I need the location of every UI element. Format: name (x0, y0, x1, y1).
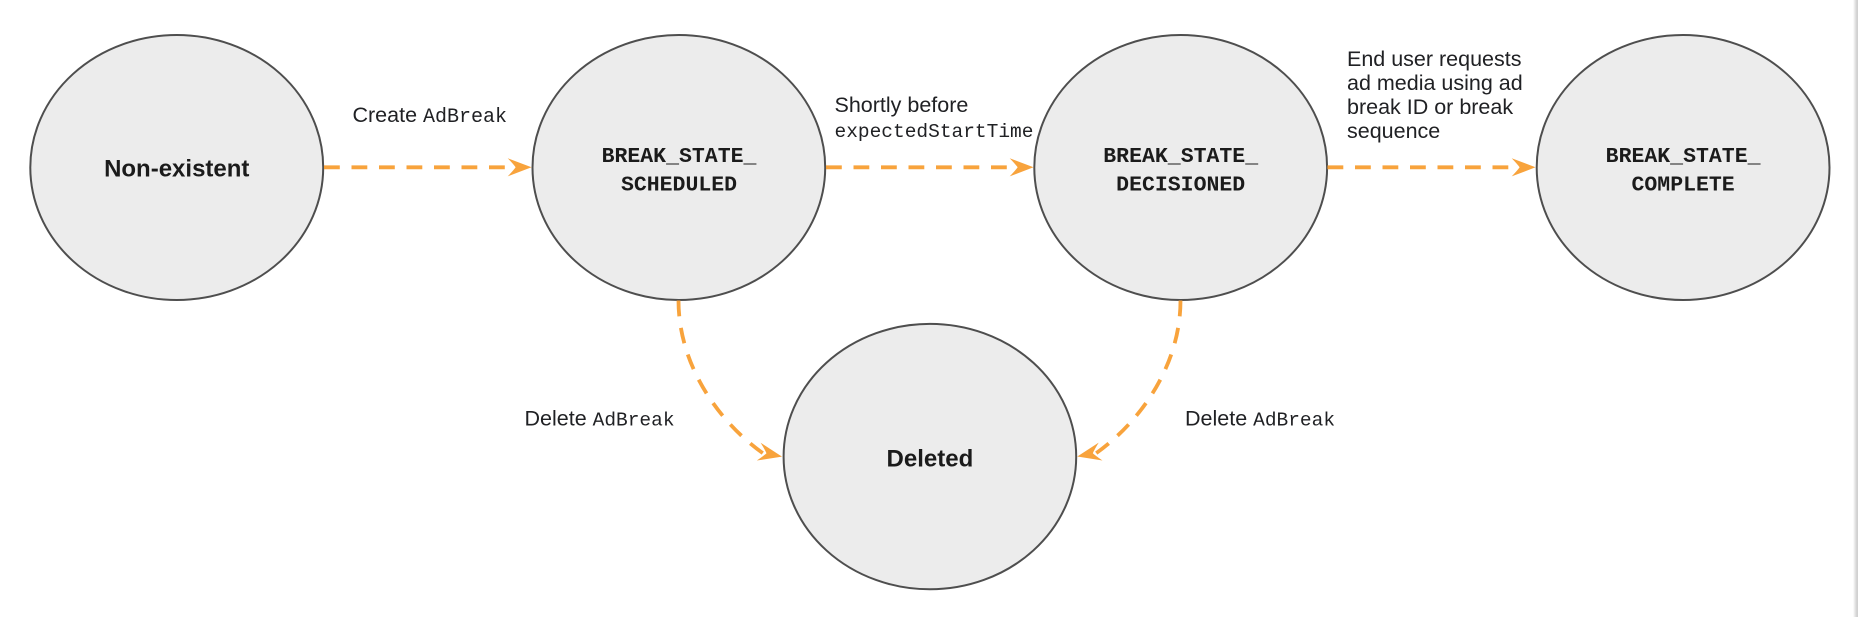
svg-text:BREAK_STATE_: BREAK_STATE_ (1103, 145, 1258, 169)
svg-text:DECISIONED: DECISIONED (1116, 174, 1245, 198)
svg-text:Delete AdBreak: Delete AdBreak (1185, 407, 1335, 432)
svg-text:ad media using ad: ad media using ad (1347, 71, 1523, 95)
svg-text:End user requests: End user requests (1347, 47, 1522, 71)
svg-text:COMPLETE: COMPLETE (1631, 174, 1734, 198)
svg-text:Create AdBreak: Create AdBreak (353, 103, 508, 129)
svg-text:Non-existent: Non-existent (104, 156, 249, 183)
svg-text:Deleted: Deleted (887, 446, 974, 473)
svg-text:Shortly before: Shortly before (835, 93, 969, 117)
svg-text:sequence: sequence (1347, 119, 1440, 143)
svg-text:expectedStartTime: expectedStartTime (835, 121, 1034, 143)
svg-text:break ID or break: break ID or break (1347, 95, 1513, 119)
svg-text:Delete AdBreak: Delete AdBreak (525, 407, 675, 432)
svg-text:BREAK_STATE_: BREAK_STATE_ (1606, 145, 1761, 169)
svg-text:SCHEDULED: SCHEDULED (621, 174, 737, 198)
svg-text:BREAK_STATE_: BREAK_STATE_ (602, 145, 757, 169)
